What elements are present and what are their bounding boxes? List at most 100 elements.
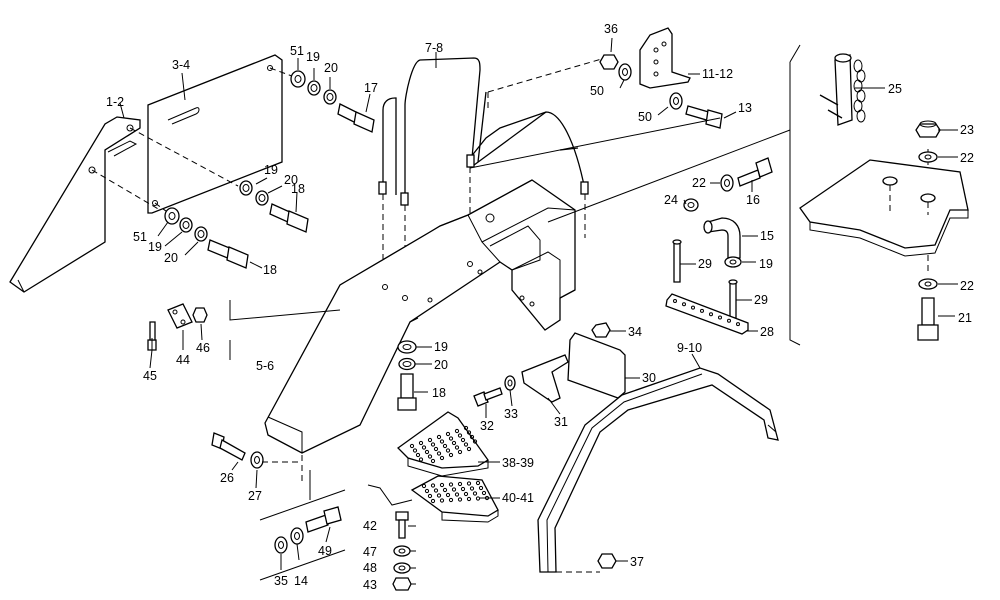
part-main-frame [264, 179, 576, 454]
hole [445, 492, 451, 498]
label-20b: 20 [284, 173, 298, 187]
hole [457, 449, 463, 455]
label-47: 47 [363, 545, 377, 559]
label-29b: 29 [754, 293, 768, 307]
nut-46 [192, 307, 208, 323]
hole [451, 487, 457, 492]
hole [442, 443, 448, 449]
mounting-plate [799, 159, 969, 257]
hole [418, 440, 424, 446]
bolt-13 [685, 105, 723, 129]
part-side-plate-outer [9, 116, 141, 293]
nut-43 [392, 577, 412, 591]
bolt-16 [737, 157, 773, 187]
hole [454, 428, 460, 434]
hole [421, 445, 427, 450]
label-37: 37 [630, 555, 644, 569]
part-clamp-44 [167, 303, 193, 329]
label-17: 17 [364, 81, 378, 95]
hole [436, 451, 442, 456]
hole [430, 442, 436, 447]
hole [427, 493, 433, 499]
nut-34 [591, 322, 611, 338]
hole [727, 318, 731, 323]
washer-22-top [918, 151, 938, 163]
hole [433, 488, 439, 493]
fastener-group-18-center [397, 340, 417, 411]
lock-washer-14 [290, 527, 304, 545]
hole [418, 457, 424, 462]
step-plate-holes [409, 425, 490, 504]
label-13: 13 [738, 101, 752, 115]
hole [409, 443, 415, 449]
hole [673, 299, 677, 303]
label-43: 43 [363, 578, 377, 592]
hole [460, 486, 466, 492]
hole [448, 482, 454, 487]
pin-29-lower [728, 279, 738, 319]
part-plate [147, 54, 283, 214]
hole [460, 437, 466, 443]
hole [454, 492, 460, 497]
hole [709, 312, 713, 317]
hole [700, 308, 704, 313]
chain-25 [853, 59, 866, 123]
bolt-45 [147, 321, 157, 351]
hole [445, 431, 451, 437]
label-3-4: 3-4 [172, 58, 190, 72]
hole [463, 442, 469, 447]
label-19e: 19 [759, 257, 773, 271]
chain-link [856, 109, 866, 123]
label-40-41: 40-41 [502, 491, 534, 505]
hole [472, 491, 478, 496]
hole [718, 315, 722, 320]
fastener-group-18-upper [239, 180, 309, 233]
label-46: 46 [196, 341, 210, 355]
fastener-group-18-lower [164, 207, 249, 269]
label-16: 16 [746, 193, 760, 207]
hole [481, 490, 487, 496]
hole [415, 452, 421, 458]
hole [439, 439, 445, 444]
label-31: 31 [554, 415, 568, 429]
washer-24 [683, 198, 699, 212]
label-50a: 50 [590, 84, 604, 98]
label-19a: 19 [306, 50, 320, 64]
label-14: 14 [294, 574, 308, 588]
washer-27 [250, 451, 264, 469]
washer-50-upper [618, 63, 632, 81]
label-15: 15 [760, 229, 774, 243]
hole [427, 437, 433, 443]
hole [736, 322, 740, 327]
label-22b: 22 [692, 176, 706, 190]
label-19b: 19 [264, 163, 278, 177]
label-34: 34 [628, 325, 642, 339]
hole [439, 498, 445, 503]
label-33: 33 [504, 407, 518, 421]
plate-30 [567, 332, 626, 399]
hole [478, 485, 484, 491]
hole [475, 480, 481, 486]
label-1-2: 1-2 [106, 95, 124, 109]
label-49: 49 [318, 544, 332, 558]
hole [436, 434, 442, 440]
label-23: 23 [960, 123, 974, 137]
hole [436, 493, 442, 498]
label-19c: 19 [148, 240, 162, 254]
bolt-32 [473, 387, 503, 407]
hole [445, 448, 451, 453]
washer-19-right [724, 256, 742, 268]
label-25: 25 [888, 82, 902, 96]
bar-28 [665, 293, 749, 335]
hole [466, 496, 472, 502]
hole [439, 455, 445, 461]
fastener-group-17 [290, 70, 375, 133]
label-20d: 20 [434, 358, 448, 372]
hole [457, 497, 463, 502]
hole [442, 487, 448, 493]
label-19d: 19 [434, 340, 448, 354]
hole [454, 445, 460, 450]
label-51a: 51 [290, 44, 304, 58]
